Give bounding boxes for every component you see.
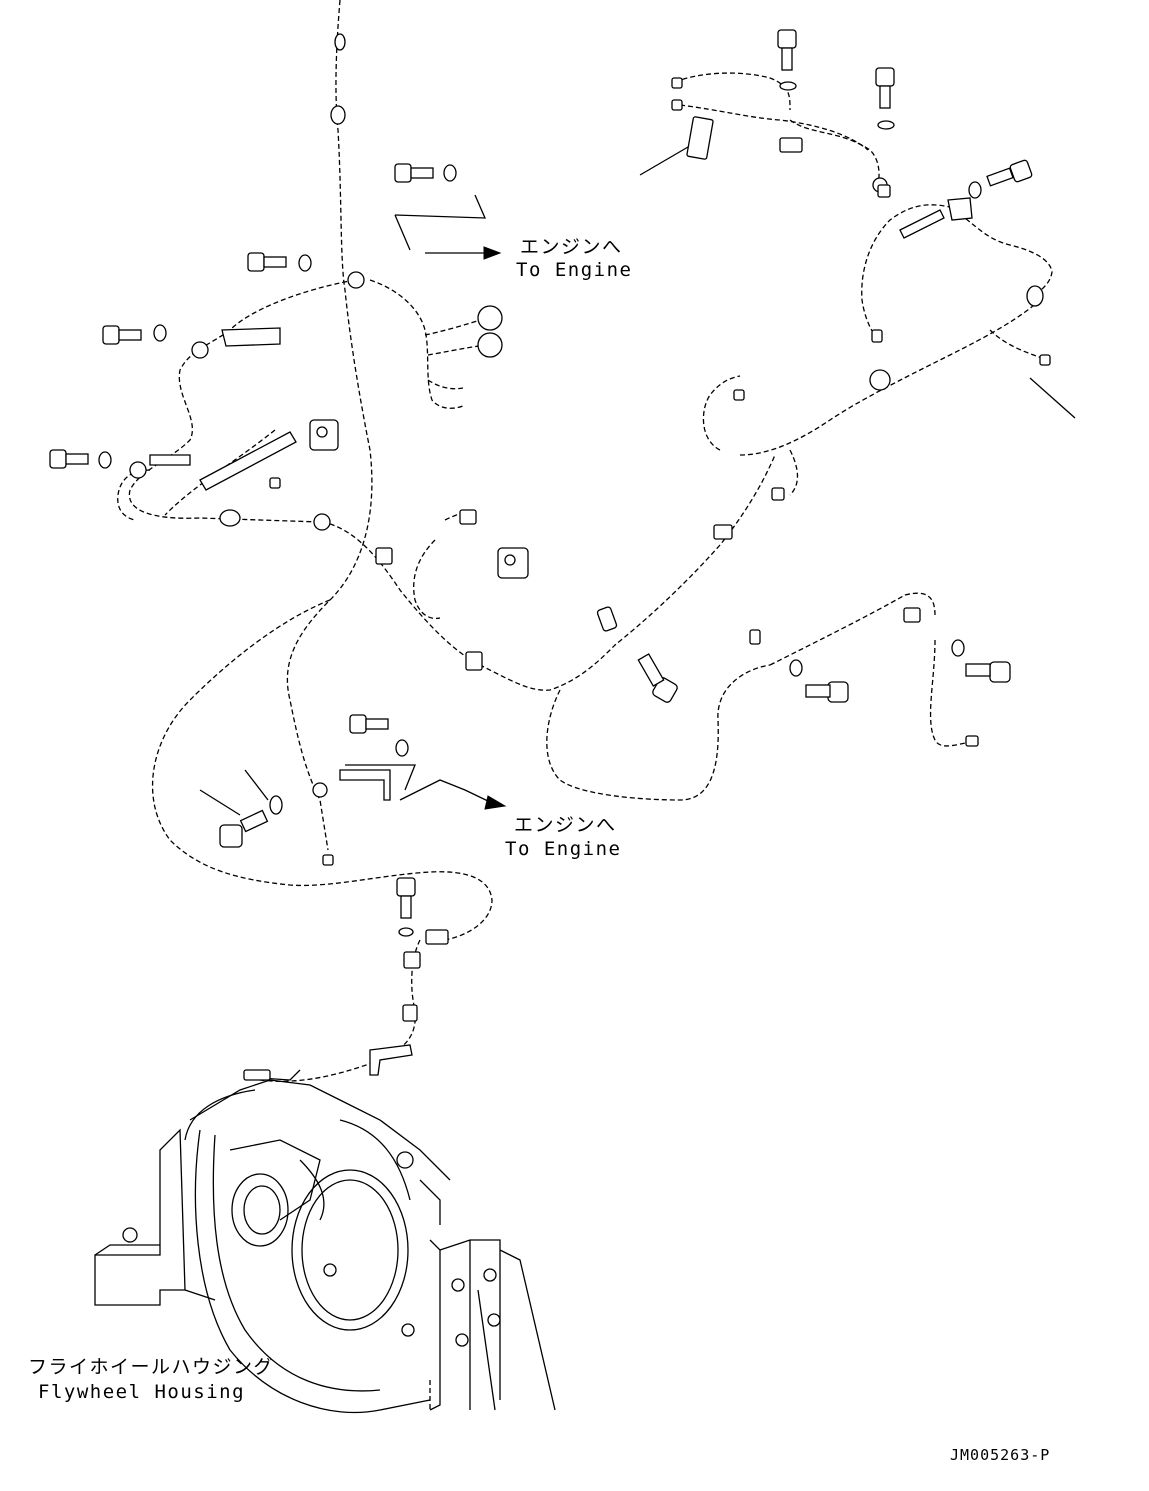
- clamps: [129, 33, 1051, 1076]
- bolt-mid-3: [789, 659, 849, 703]
- to-engine-label-top-en: To Engine: [516, 259, 633, 281]
- bolt-top-2: [875, 67, 895, 130]
- bolt-mid-4: [951, 639, 1011, 683]
- flywheel-housing-label-en: Flywheel Housing: [38, 1381, 246, 1403]
- drawing-id: JM005263-P: [950, 1446, 1051, 1464]
- bolt-left-4: [49, 449, 112, 469]
- bolts: [49, 29, 1033, 937]
- bolt-right-1: [968, 159, 1033, 199]
- bolt-top-1: [777, 29, 797, 91]
- bolt-flywheel: [396, 877, 416, 937]
- to-engine-label-mid-en: To Engine: [505, 838, 622, 860]
- bolt-mid-2: [637, 653, 678, 703]
- callout-lines: [199, 139, 1076, 816]
- arrow-to-engine-top: [483, 246, 502, 260]
- bolt-left-1: [394, 163, 457, 183]
- harness-wires: [117, 0, 1053, 1082]
- flywheel-housing-label-jp: フライホイールハウジング: [28, 1356, 275, 1378]
- bolt-mid-1: [349, 714, 409, 757]
- to-engine-label-top-jp: エンジンへ: [520, 236, 623, 258]
- to-engine-label-mid-jp: エンジンへ: [514, 814, 617, 836]
- bolt-left-3: [102, 324, 167, 345]
- arrow-to-engine-mid: [484, 795, 507, 810]
- bolt-lower-left: [219, 795, 283, 848]
- bolt-left-2: [247, 252, 312, 272]
- flywheel-housing: [94, 1069, 556, 1414]
